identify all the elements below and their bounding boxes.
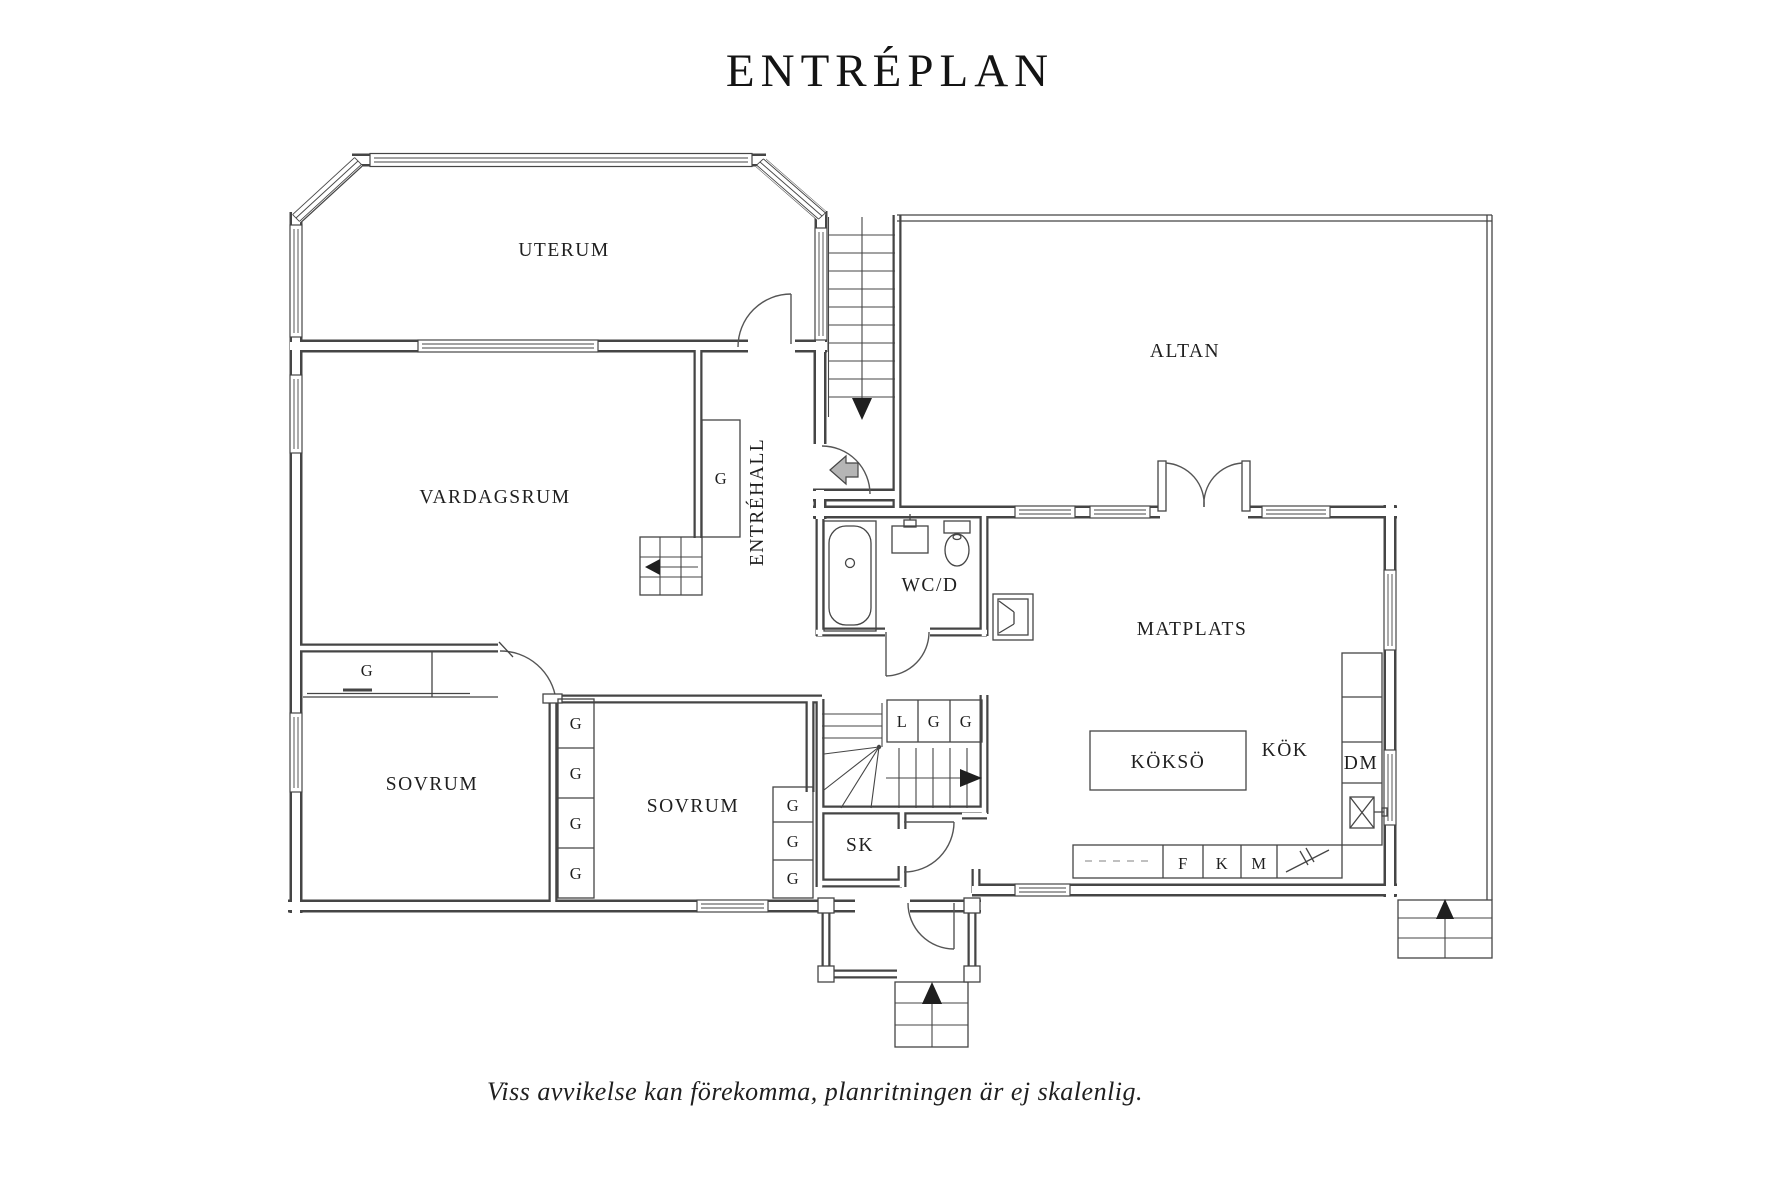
step-left-arrow-icon [645,559,660,575]
room-label-sovrum-mitt: SOVRUM [647,796,739,817]
room-label-sovrum-vaster: SOVRUM [386,774,478,795]
room-label-kok: KÖK [1262,740,1309,761]
room-label-entrehall: ENTRÉHALL [746,438,768,566]
sink-icon [891,514,929,554]
appliance-label-m: M [1251,854,1266,873]
appliance-label-k: K [1216,854,1228,873]
door-altan-french [1157,460,1251,512]
entry-direction-arrow [829,454,859,486]
bathtub-icon [823,520,877,632]
door-porch-entrance [907,902,955,950]
exterior-walls [288,153,1397,913]
window-kok-south [1014,883,1071,897]
closet-left-col-2: G [570,764,582,783]
door-wc [885,631,930,677]
room-label-vardagsrum: VARDAGSRUM [419,487,570,508]
window-uterum-top [369,152,753,168]
interior-wall-core [296,215,987,978]
room-label-uterum: UTERUM [518,240,609,261]
stairs-porch [894,981,969,1048]
altan-up-arrow-icon [1436,899,1454,919]
closet-left-col-4: G [570,864,582,883]
window-matplats-east [1383,569,1397,651]
closet-right-col-2: G [787,832,799,851]
appliance-label-dm: DM [1344,753,1378,774]
stairs-exterior-upper [827,217,895,420]
window-matplats-north-3 [1261,505,1331,519]
altan-deck-outline [897,214,1493,900]
stairs-interior [822,703,982,809]
room-label-altan: ALTAN [1150,341,1220,362]
window-sovrum-mitt-south [696,899,769,913]
closet-column-left [557,698,595,899]
window-uterum-east [814,227,828,341]
stairs-altan-southeast [1397,899,1493,959]
closet-label-sovrum-vaster: G [361,661,373,680]
window-vardagsrum-north [417,339,599,353]
door-sovrum-mitt [498,641,563,704]
kitchen-tall-cabinets [1341,652,1388,846]
interior-walls [296,215,989,979]
window-vardagsrum-west [289,374,303,454]
toilet-icon [943,520,971,567]
closet-row-stairs [886,699,983,743]
closet-entre [701,419,741,538]
closet-label-G1: G [928,712,940,731]
window-sovrum-west [289,712,303,793]
kitchen-island [1089,730,1247,791]
disclaimer-note: Viss avvikelse kan förekomma, planritnin… [487,1077,1143,1106]
window-matplats-north-2 [1089,505,1151,519]
room-label-matplats: MATPLATS [1137,619,1248,640]
window-uterum-west [289,224,303,338]
closet-sovrum-vaster [303,652,498,698]
window-kok-east [1383,749,1397,826]
window-matplats-north-1 [1014,505,1076,519]
room-label-wcd: WC/D [902,575,959,596]
page-title: ENTRÉPLAN [726,45,1054,97]
porch-up-arrow-icon [922,982,942,1004]
window-uterum-chamfer-east [756,157,826,221]
exterior-wall-core [288,156,1397,913]
fireplace-icon [992,593,1034,641]
kitchen-counter-south [1072,844,1343,879]
windows [289,152,1397,913]
stove-icon [1285,847,1330,873]
kitchen-sink-icon [1349,796,1388,829]
closet-left-col-1: G [570,714,582,733]
window-uterum-chamfer-west [291,156,363,223]
closet-left-col-3: G [570,814,582,833]
stairs-vardagsrum-step [639,536,703,596]
room-label-sk: SK [846,835,874,856]
appliance-label-f: F [1178,854,1188,873]
closet-column-right [772,786,814,899]
door-uterum [737,293,792,348]
stairs-up-arrow-icon [960,769,982,787]
stairs-down-arrow-icon [852,398,872,420]
porch-posts [817,897,981,983]
door-front-entry [821,445,871,495]
room-label-kokso: KÖKSÖ [1131,752,1206,773]
closet-label-G2: G [960,712,972,731]
closet-label-entre: G [715,469,727,488]
doors [498,293,1251,950]
closet-right-col-3: G [787,869,799,888]
door-sk [903,821,955,873]
closet-label-L: L [897,712,908,731]
closet-right-col-1: G [787,796,799,815]
